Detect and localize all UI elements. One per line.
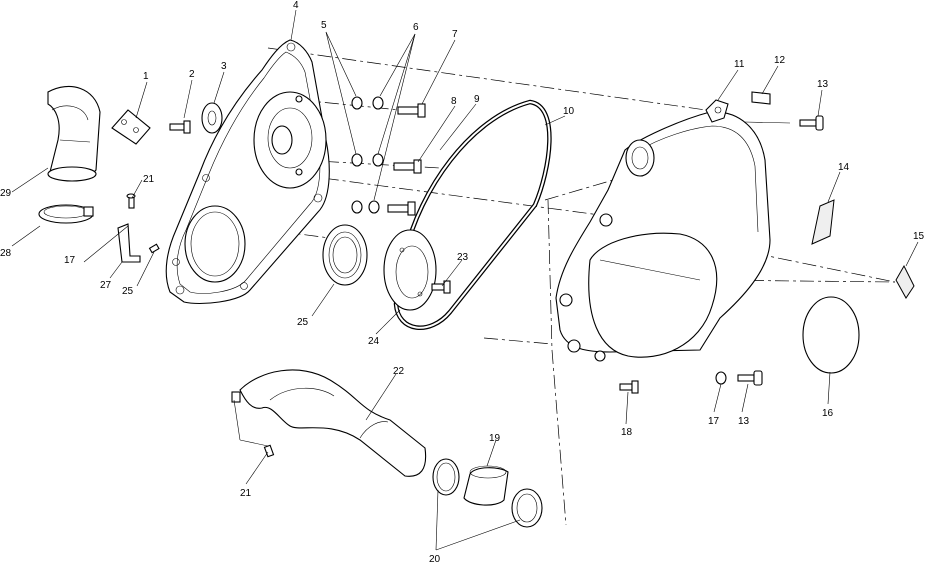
exhaust-duct	[231, 369, 427, 477]
callout-10: 10	[563, 106, 575, 117]
callout-16: 16	[822, 408, 834, 419]
callout-9: 9	[474, 94, 480, 105]
callout-4: 4	[293, 0, 299, 11]
screw-18	[619, 380, 639, 394]
callout-17-left: 17	[64, 255, 76, 266]
callout-20: 20	[429, 554, 441, 562]
small-screw-lower	[263, 444, 275, 458]
small-screw-left	[126, 193, 136, 209]
decal-strip	[811, 199, 835, 245]
callout-28: 28	[0, 248, 12, 259]
bushing	[201, 102, 223, 134]
callout-3: 3	[221, 61, 227, 72]
hose-clamp	[38, 204, 94, 224]
callout-13-bottom: 13	[738, 416, 750, 427]
bolts	[387, 103, 426, 216]
callout-29: 29	[0, 188, 12, 199]
pulley-plate	[383, 229, 437, 311]
decal-small	[751, 91, 771, 105]
callout-12: 12	[774, 55, 786, 66]
callout-17-right: 17	[708, 416, 720, 427]
callout-21-upper: 21	[143, 174, 155, 185]
cover-screw-top	[799, 115, 824, 131]
callout-7: 7	[452, 29, 458, 40]
callout-18: 18	[621, 427, 633, 438]
washer-right	[715, 371, 727, 385]
callout-1: 1	[143, 71, 149, 82]
clip-bracket	[117, 223, 141, 263]
decal-diamond	[895, 264, 915, 299]
inner-clutch-cover	[165, 39, 330, 305]
callout-2: 2	[189, 69, 195, 80]
callout-24: 24	[368, 336, 380, 347]
callout-8: 8	[451, 96, 457, 107]
cover-screw-bottom	[737, 370, 763, 386]
small-screw-25-left	[148, 243, 160, 254]
callout-15: 15	[913, 231, 925, 242]
callout-19: 19	[489, 433, 501, 444]
callout-leaders	[11, 9, 919, 551]
callout-13-top: 13	[817, 79, 829, 90]
callout-11: 11	[734, 59, 745, 70]
duct-clamp-right	[511, 488, 543, 528]
washers	[351, 96, 384, 214]
screw	[169, 120, 191, 134]
seal	[322, 224, 368, 286]
pulley-bolt	[431, 280, 451, 294]
callout-25-center: 25	[297, 317, 309, 328]
callout-6: 6	[413, 22, 419, 33]
duct-sleeve	[463, 465, 509, 506]
intake-duct-elbow	[47, 85, 101, 182]
bracket	[111, 109, 151, 145]
callout-21-lower: 21	[240, 488, 252, 499]
callout-25-left: 25	[122, 286, 134, 297]
outer-clutch-cover	[555, 99, 771, 362]
callout-27: 27	[100, 280, 112, 291]
drive-belt	[393, 99, 552, 330]
duct-clamp-left	[432, 458, 460, 496]
callout-23: 23	[457, 252, 469, 263]
callout-14: 14	[838, 162, 850, 173]
callout-22: 22	[393, 366, 405, 377]
cover-disc	[802, 296, 860, 374]
callout-5: 5	[321, 20, 327, 31]
